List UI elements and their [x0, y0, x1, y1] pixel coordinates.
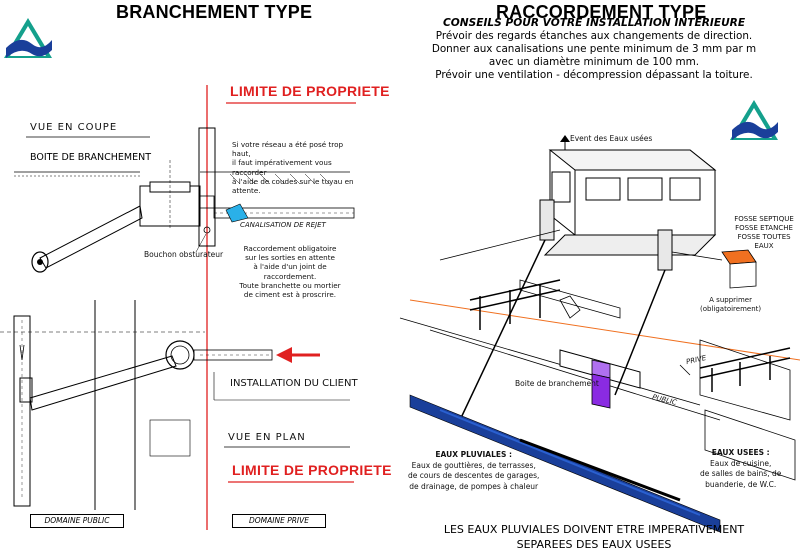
conseils-line: Donner aux canalisations une pente minim…: [431, 43, 757, 55]
eaux-pluviales-line: Eaux de gouttières, de terrasses,: [411, 460, 536, 470]
note-raccordement-line: Raccordement obligatoire: [243, 244, 337, 253]
note-raccordement-line: à l'aide d'un joint de: [253, 262, 327, 272]
eaux-usees-block: EAUX USEES : Eaux de cuisine, de salles …: [700, 448, 781, 490]
note-raccordement: Raccordement obligatoire sur les sorties…: [230, 244, 350, 299]
eaux-pluviales-title: EAUX PLUVIALES :: [435, 450, 513, 459]
eaux-usees-title: EAUX USEES :: [711, 448, 770, 457]
eaux-pluviales-block: EAUX PLUVIALES : Eaux de gouttières, de …: [408, 450, 539, 492]
domaine-public-label: DOMAINE PUBLIC: [30, 514, 124, 528]
bottom-warning-line: SEPAREES DES EAUX USEES: [516, 538, 672, 551]
note-raccordement-line: sur les sorties en attente: [245, 253, 335, 263]
canalisation-rejet-label: CANALISATION DE REJET: [240, 221, 326, 229]
fosse-septique-label: FOSSE SEPTIQUE FOSSE ETANCHE FOSSE TOUTE…: [728, 215, 800, 251]
bottom-warning: LES EAUX PLUVIALES DOIVENT ETRE IMPERATI…: [394, 522, 794, 552]
event-eaux-usees-label: Event des Eaux usées: [570, 134, 653, 143]
installation-client-label: INSTALLATION DU CLIENT: [230, 378, 358, 389]
conseils-line: avec un diamètre minimum de 100 mm.: [488, 56, 700, 68]
branchement-title: BRANCHEMENT TYPE: [116, 2, 313, 22]
eaux-usees-line: de salles de bains, de: [700, 469, 782, 478]
limite-propriete-bottom: LIMITE DE PROPRIETE: [232, 462, 392, 478]
note-raccordement-line: raccordement.: [263, 271, 317, 281]
note-reseau-line: il faut impérativement vous raccorder: [232, 158, 332, 177]
fosse-line: FOSSE TOUTES EAUX: [737, 233, 791, 250]
note-raccordement-line: Toute branchette ou mortier: [239, 280, 341, 290]
vue-en-coupe-label: VUE EN COUPE: [30, 122, 118, 133]
bouchon-label: Bouchon obsturateur: [144, 250, 224, 259]
supprimer-line: (obligatoirement): [700, 305, 762, 313]
eaux-usees-line: Eaux de cuisine,: [709, 458, 772, 468]
supprimer-label: A supprimer (obligatoirement): [700, 296, 761, 314]
vue-en-plan-label: VUE EN PLAN: [228, 432, 306, 443]
fosse-line: FOSSE SEPTIQUE: [734, 215, 794, 223]
conseils-title: CONSEILS POUR VOTRE INSTALLATION INTERIE…: [442, 17, 746, 29]
note-reseau-line: à l'aide de coudes sur le tuyau en atten…: [232, 176, 354, 196]
note-reseau-line: Si votre réseau a été posé trop haut,: [232, 140, 344, 159]
fosse-line: FOSSE ETANCHE: [735, 224, 793, 232]
limite-propriete-top: LIMITE DE PROPRIETE: [230, 83, 390, 99]
note-raccordement-line: de ciment est à proscrire.: [243, 290, 337, 300]
eaux-usees-line: buanderie, de W.C.: [705, 479, 777, 489]
bottom-warning-line: LES EAUX PLUVIALES DOIVENT ETRE IMPERATI…: [443, 523, 745, 536]
conseils-line: Prévoir une ventilation - décompression …: [435, 69, 753, 81]
domaine-prive-label: DOMAINE PRIVE: [232, 514, 326, 528]
note-reseau: Si votre réseau a été posé trop haut, il…: [232, 140, 362, 195]
eaux-pluviales-line: de cours de descentes de garages,: [408, 471, 540, 480]
boite-branchement-label: BOITE DE BRANCHEMENT: [30, 152, 152, 163]
conseils-line: Prévoir des regards étanches aux changem…: [435, 30, 753, 42]
boite-branchement-right-label: Boite de branchement: [515, 379, 599, 388]
conseils-block: CONSEILS POUR VOTRE INSTALLATION INTERIE…: [394, 17, 794, 82]
raccordement-title: RACCORDEMENT TYPE: [496, 2, 707, 22]
eaux-pluviales-line: de drainage, de pompes à chaleur: [409, 481, 539, 491]
supprimer-line: A supprimer: [709, 296, 752, 304]
